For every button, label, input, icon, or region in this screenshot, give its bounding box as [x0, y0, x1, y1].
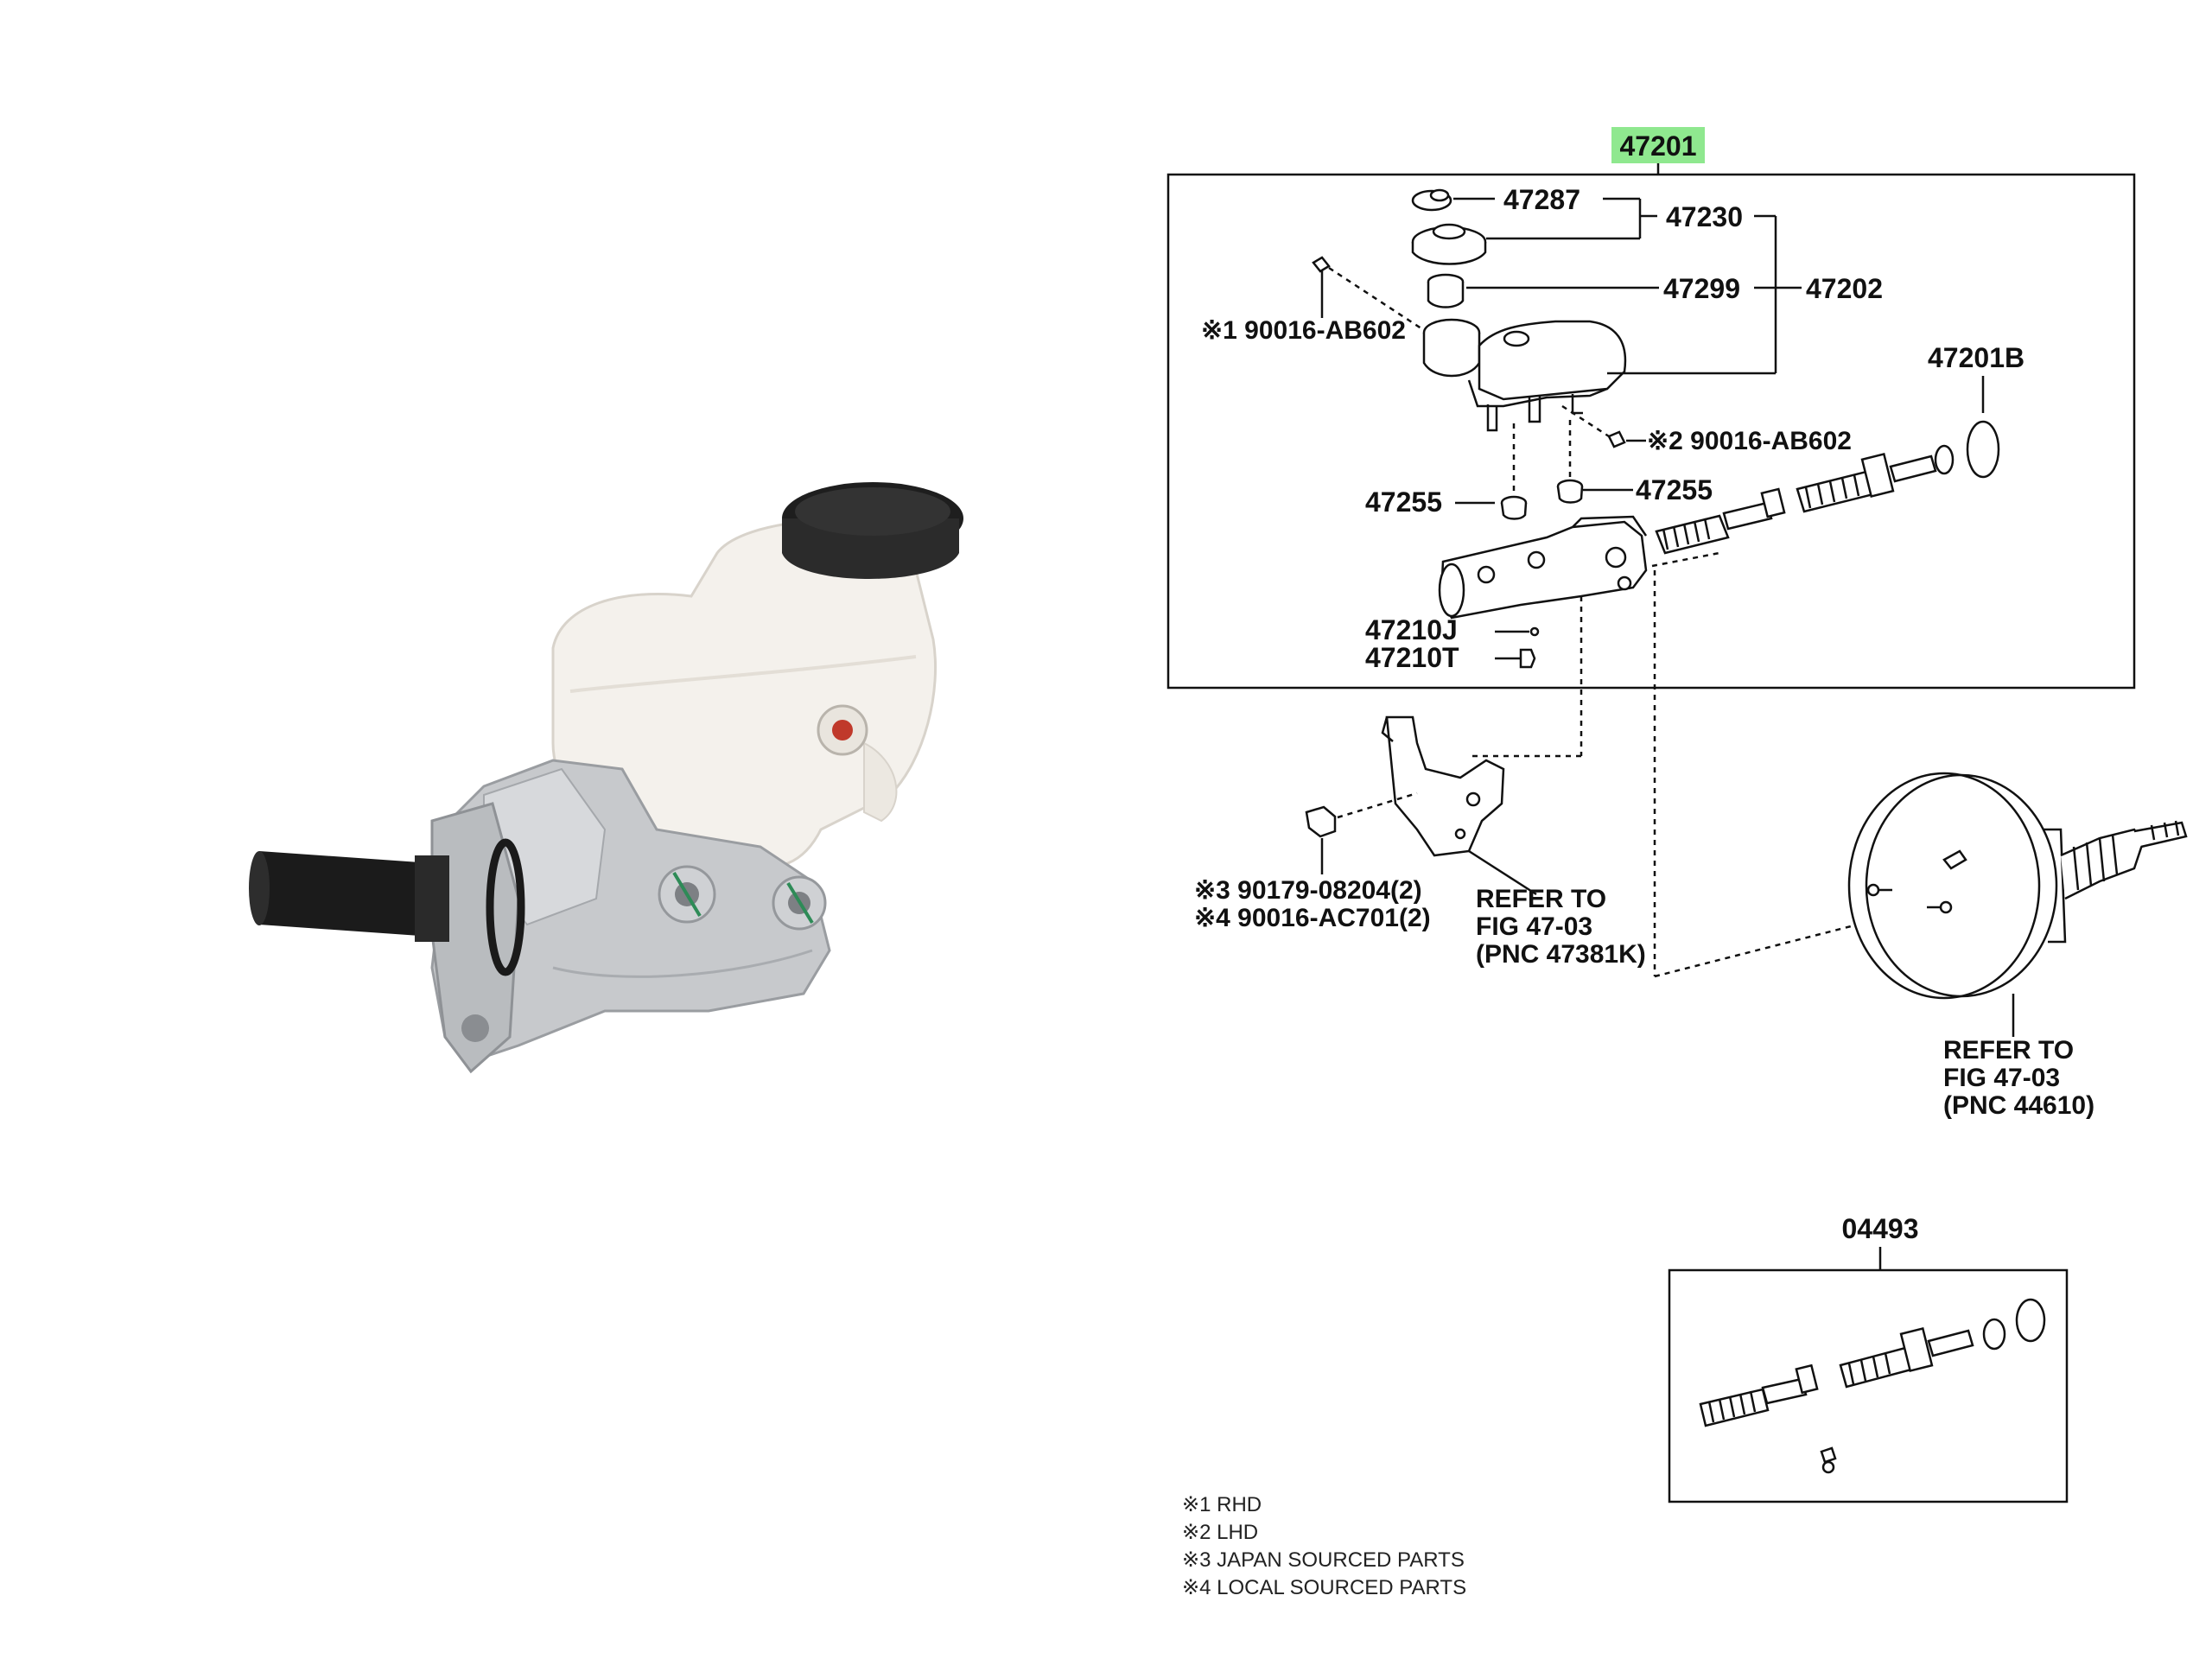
strainer-part — [1427, 273, 1465, 308]
assy-box-47201 — [1166, 173, 2136, 690]
label-47210J[interactable]: 47210J — [1365, 614, 1458, 645]
label-47210T[interactable]: 47210T — [1365, 642, 1459, 673]
label-bracket-ref-3[interactable]: (PNC 47381K) — [1476, 940, 1646, 969]
plug-j-part — [1529, 626, 1540, 637]
label-booster-ref-3[interactable]: (PNC 44610) — [1943, 1091, 2094, 1120]
label-47201B[interactable]: 47201B — [1928, 342, 2024, 373]
label-booster-ref-2[interactable]: FIG 47-03 — [1943, 1064, 2060, 1092]
bracket-part — [1381, 715, 1505, 857]
footnote-3: ※3 JAPAN SOURCED PARTS — [1182, 1548, 1465, 1572]
label-booster-ref-1[interactable]: REFER TO — [1943, 1036, 2074, 1065]
footnote-1: ※1 RHD — [1182, 1493, 1262, 1516]
brake-booster-part — [1847, 772, 2188, 1000]
kit-piston-part — [1699, 1298, 2046, 1474]
assy-label-highlight — [1611, 127, 1705, 163]
master-cylinder-photo — [249, 482, 963, 1074]
label-bracket-ref-1[interactable]: REFER TO — [1476, 885, 1606, 913]
footnote-2: ※2 LHD — [1182, 1521, 1258, 1544]
cylinder-body-part — [1438, 515, 1648, 620]
label-47202[interactable]: 47202 — [1806, 273, 1883, 304]
screw-lhd-part — [1607, 430, 1626, 448]
label-47255-left[interactable]: 47255 — [1365, 486, 1442, 518]
label-04493[interactable]: 04493 — [1842, 1213, 1919, 1244]
plug-t-part — [1519, 648, 1536, 669]
kit-box-04493 — [1668, 1268, 2069, 1503]
label-47201[interactable]: 47201 — [1620, 130, 1697, 162]
footnote-4: ※4 LOCAL SOURCED PARTS — [1182, 1576, 1466, 1599]
label-47255-right[interactable]: 47255 — [1636, 474, 1713, 505]
assy-label-group[interactable]: 47201 — [1611, 127, 1705, 163]
label-47230[interactable]: 47230 — [1666, 201, 1743, 232]
label-bracket-ref-2[interactable]: FIG 47-03 — [1476, 912, 1592, 941]
piston-kit-part — [1655, 444, 1955, 555]
grommet-left-part — [1500, 495, 1528, 520]
screw-rhd-part — [1312, 256, 1331, 318]
grommet-right-part — [1556, 479, 1584, 504]
reservoir-part — [1422, 318, 1627, 432]
label-47287[interactable]: 47287 — [1503, 184, 1580, 215]
label-47299[interactable]: 47299 — [1663, 273, 1740, 304]
label-screw-lhd[interactable]: ※2 90016-AB602 — [1647, 427, 1852, 455]
label-nut-japan[interactable]: ※3 90179-08204(2) — [1194, 876, 1422, 905]
cap-gasket-part — [1411, 188, 1452, 212]
label-nut-local[interactable]: ※4 90016-AC701(2) — [1194, 904, 1431, 932]
footnotes: ※1 RHD ※2 LHD ※3 JAPAN SOURCED PARTS ※4 … — [1182, 1493, 1466, 1599]
seal-ring-part — [1966, 420, 2000, 479]
reservoir-cap-part — [1411, 223, 1487, 265]
nut-part — [1305, 805, 1337, 838]
label-screw-rhd[interactable]: ※1 90016-AB602 — [1201, 316, 1406, 345]
